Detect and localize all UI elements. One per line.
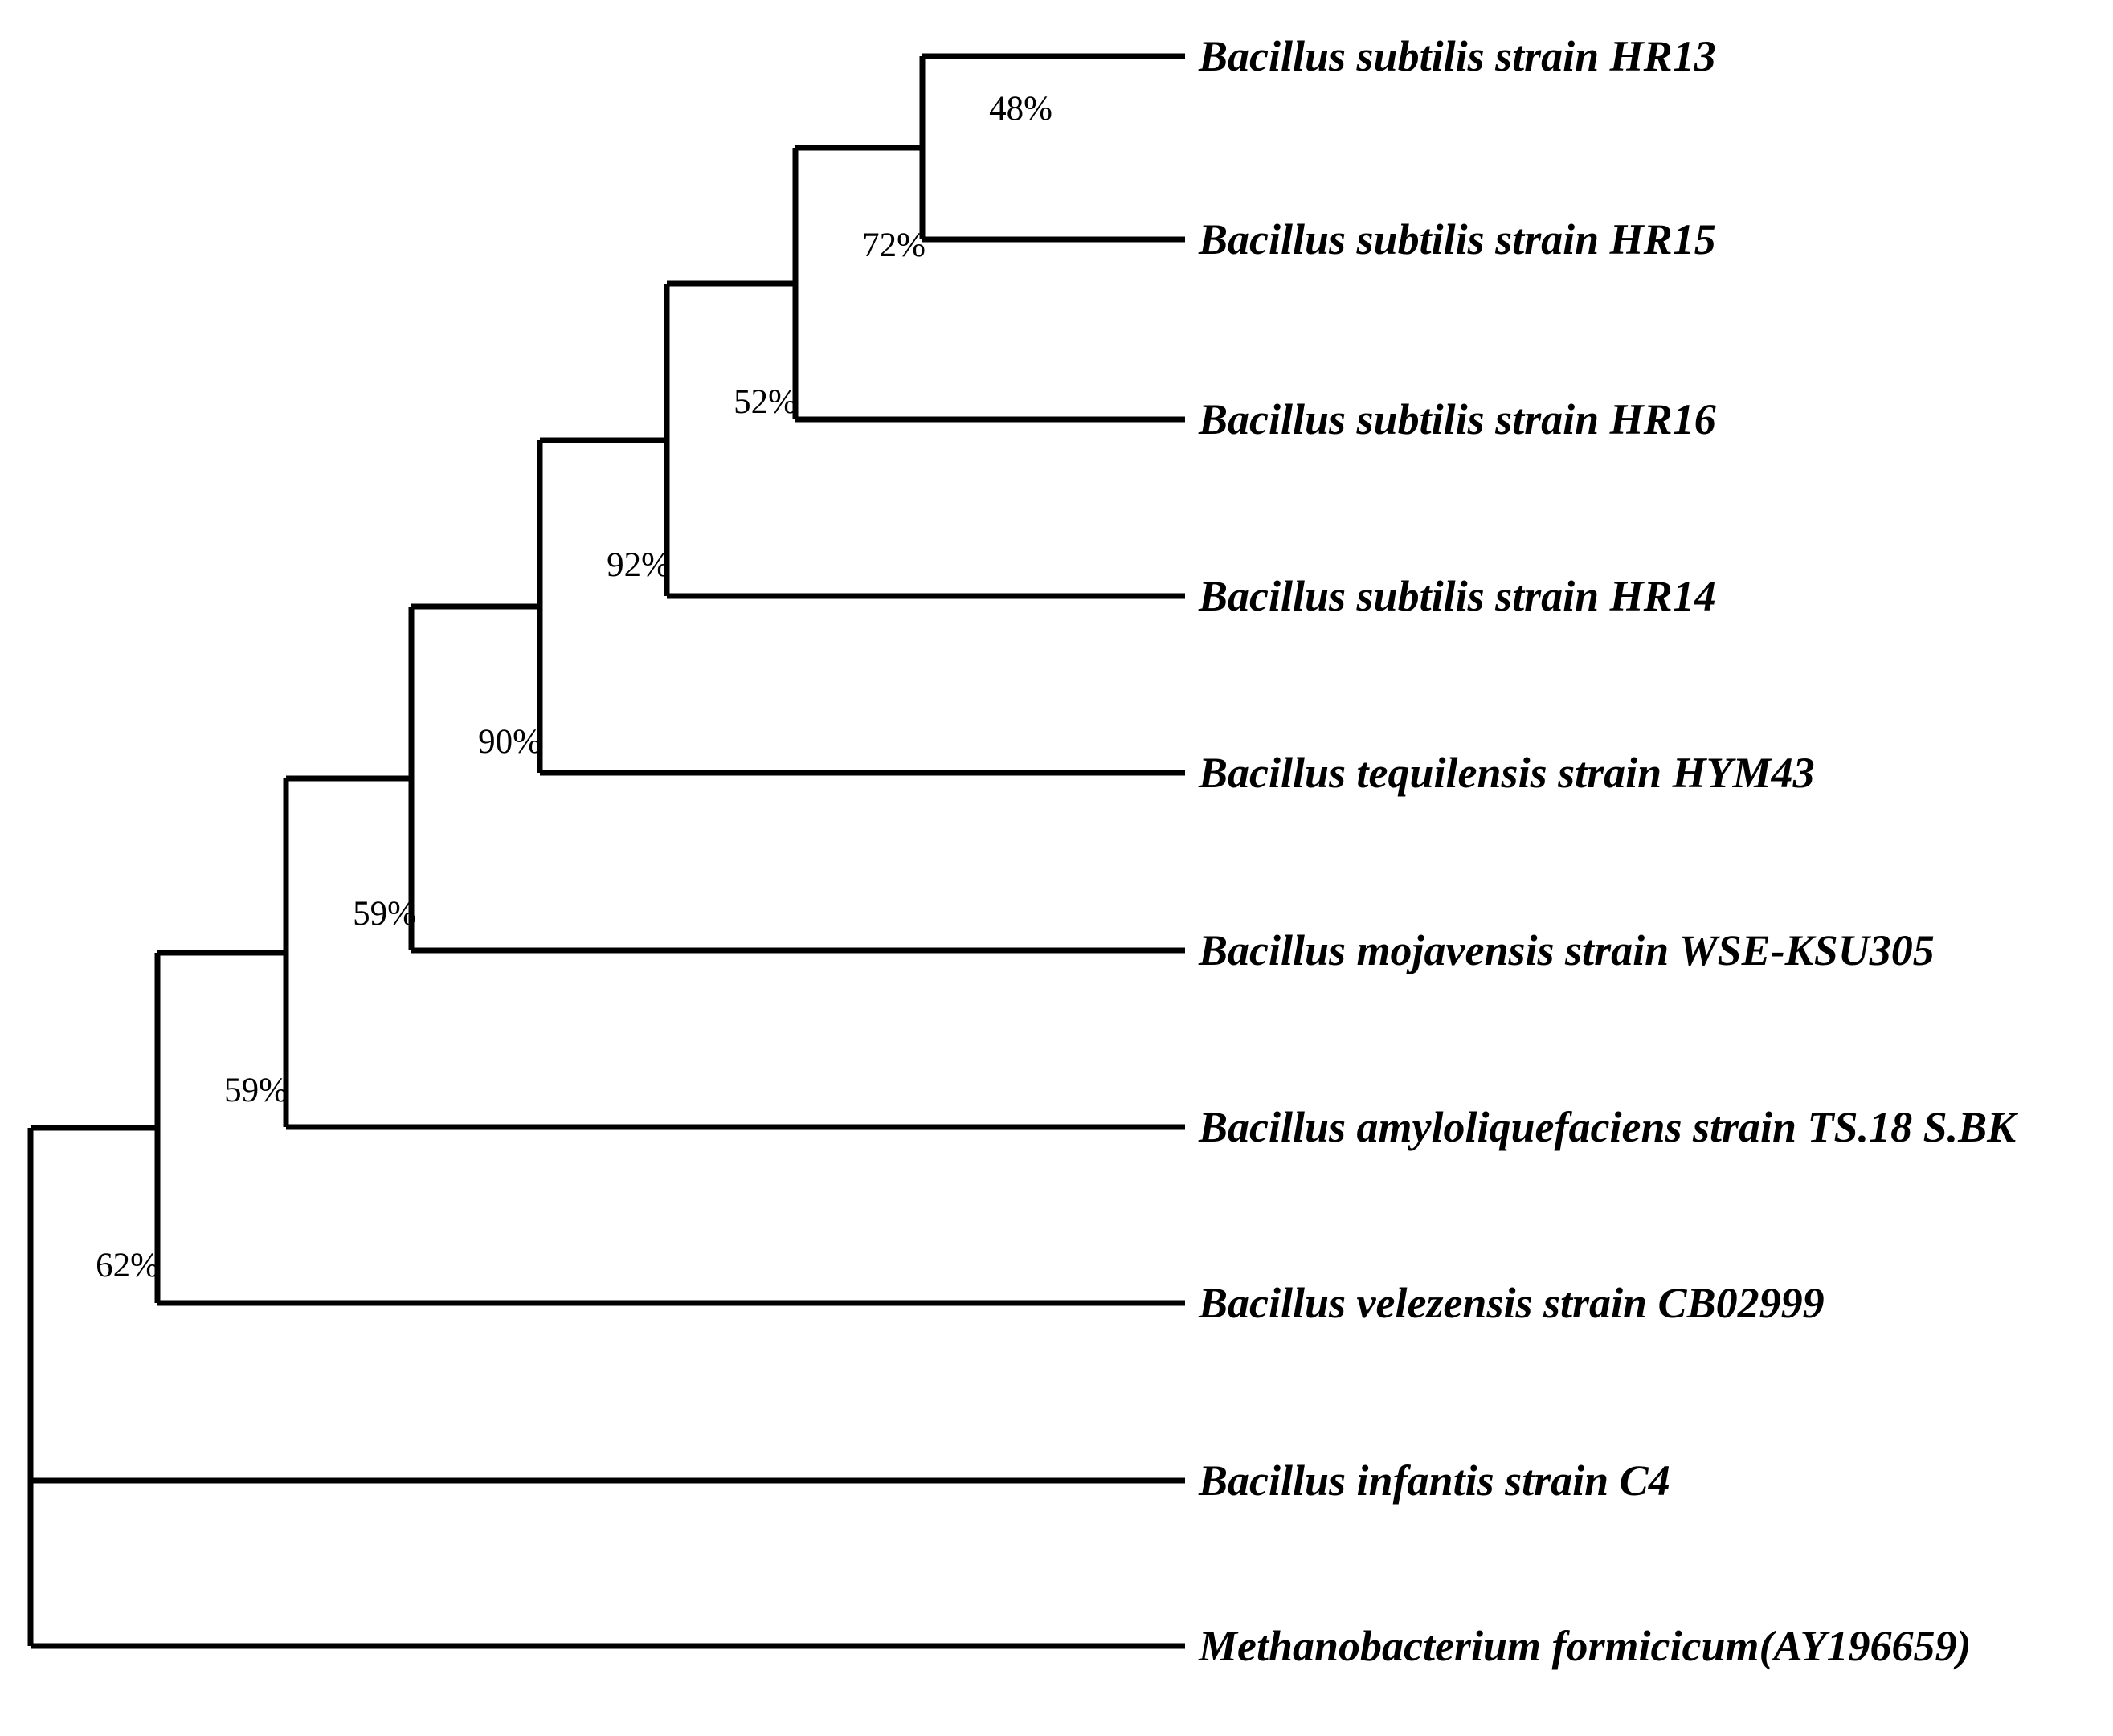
taxon-label-hr16: Bacillus subtilis strain HR16 [1199, 395, 1716, 443]
support-label-node-90: 90% [478, 723, 542, 761]
support-label-node-52: 52% [734, 383, 797, 421]
taxon-label-infantis-c4: Bacillus infantis strain C4 [1199, 1456, 1670, 1505]
taxon-label-mojavensis-wse-ksu305: Bacillus mojavensis strain WSE-KSU305 [1199, 926, 1935, 974]
support-label-node-92: 92% [607, 546, 670, 584]
taxon-label-amyloliquefaciens-ts18-sbk: Bacillus amyloliquefaciens strain TS.18 … [1199, 1103, 2017, 1151]
taxon-label-hr13: Bacillus subtilis strain HR13 [1199, 32, 1716, 80]
taxon-label-methanobacterium-formicicum: Methanobacterium formicicum(AY196659) [1199, 1622, 1972, 1670]
taxon-label-velezensis-cb02999: Bacillus velezensis strain CB02999 [1199, 1279, 1825, 1327]
taxon-label-hr15: Bacillus subtilis strain HR15 [1199, 215, 1716, 263]
support-label-node-59a: 59% [353, 895, 416, 933]
support-label-node-48: 48% [989, 90, 1052, 128]
taxon-label-tequilensis-hym43: Bacillus tequilensis strain HYM43 [1199, 749, 1815, 797]
taxon-label-hr14: Bacillus subtilis strain HR14 [1199, 572, 1716, 620]
support-label-node-59b: 59% [224, 1072, 288, 1109]
support-label-node-62: 62% [96, 1247, 159, 1285]
support-label-node-72: 72% [862, 227, 926, 264]
